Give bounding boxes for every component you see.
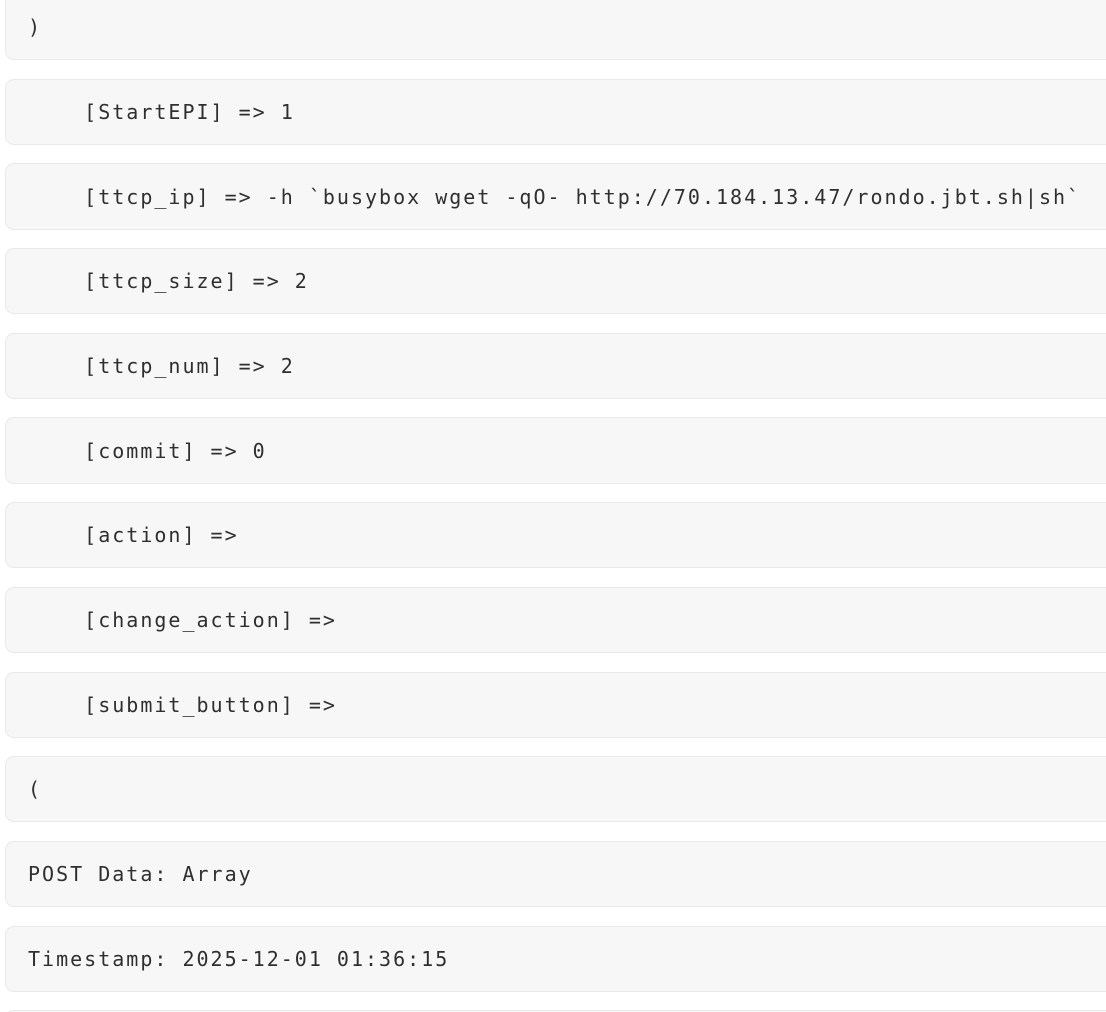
log-line-array-open: ( <box>28 777 43 802</box>
log-line-change-action: [change_action] => <box>28 607 351 632</box>
log-row: [ttcp_num] => 2 <box>5 332 1106 400</box>
log-line-array-close: ) <box>28 15 43 40</box>
log-line-ttcp-size: [ttcp_size] => 2 <box>28 269 309 294</box>
log-row: [StartEPI] => 1 <box>5 78 1106 145</box>
log-row: ( <box>5 756 1106 823</box>
log-row: [change_action] => <box>5 586 1106 654</box>
log-row: [ttcp_ip] => -h `busybox wget -qO- http:… <box>5 163 1106 230</box>
log-line-commit: [commit] => 0 <box>28 438 267 463</box>
log-line-start-epi: [StartEPI] => 1 <box>28 99 295 124</box>
log-line-timestamp: Timestamp: 2025-12-01 01:36:15 <box>28 946 450 971</box>
log-row: POST Data: Array <box>5 840 1106 908</box>
log-line-ttcp-num: [ttcp_num] => 2 <box>28 353 295 378</box>
log-line-action: [action] => <box>28 523 253 548</box>
log-row: ) <box>5 0 1106 61</box>
log-line-post-data: POST Data: Array <box>28 862 253 887</box>
log-line-ttcp-ip: [ttcp_ip] => -h `busybox wget -qO- http:… <box>28 184 1082 209</box>
log-row: [submit_button] => <box>5 671 1106 738</box>
log-row: [action] => <box>5 502 1106 569</box>
log-line-submit-button: [submit_button] => <box>28 692 351 717</box>
log-row: Timestamp: 2025-12-01 01:36:15 <box>5 925 1106 992</box>
log-entry-list: ) [StartEPI] => 1 [ttcp_ip] => -h `busyb… <box>5 0 1106 1012</box>
log-row: [commit] => 0 <box>5 417 1106 484</box>
log-row: [ttcp_size] => 2 <box>5 248 1106 315</box>
